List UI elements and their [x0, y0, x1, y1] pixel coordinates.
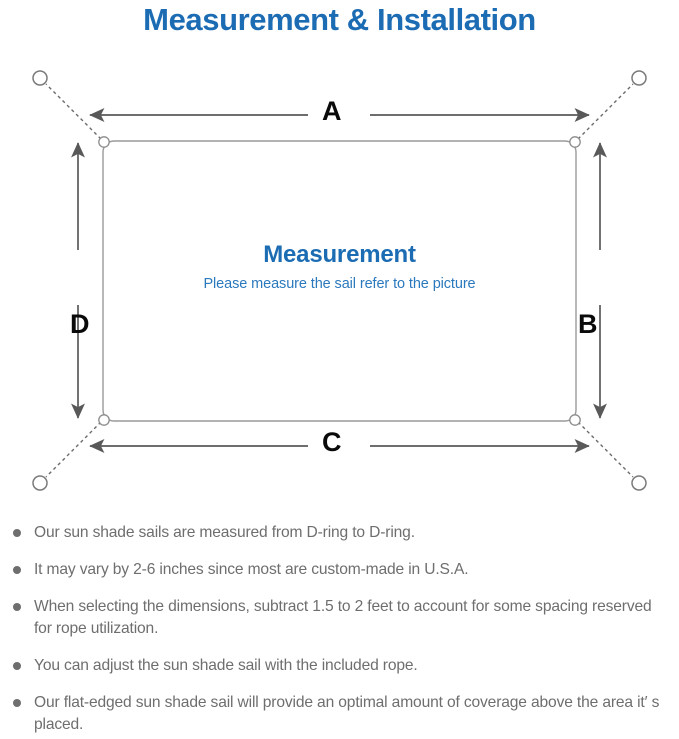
- anchor-circle-top-left: [32, 70, 48, 86]
- d-ring-bottom-right: [569, 414, 581, 426]
- list-item: Our flat-edged sun shade sail will provi…: [0, 692, 679, 736]
- sun-shade-sail-measurement-diagram: A B C D Measurement Please measure the s…: [0, 50, 679, 518]
- rope-line-bottom-left: [45, 421, 102, 478]
- note-text: Our sun shade sails are measured from D-…: [34, 524, 415, 541]
- d-ring-top-right: [569, 136, 581, 148]
- dimension-label-a: A: [322, 96, 342, 126]
- d-ring-bottom-left: [98, 414, 110, 426]
- d-rings: [98, 136, 581, 426]
- note-text: It may vary by 2-6 inches since most are…: [34, 561, 469, 578]
- bullet-icon: [13, 699, 21, 707]
- anchor-points: [32, 70, 647, 491]
- rope-line-top-left: [45, 83, 102, 140]
- bullet-icon: [13, 566, 21, 574]
- anchor-circle-bottom-left: [32, 475, 48, 491]
- rope-lines: [45, 83, 634, 478]
- note-text: When selecting the dimensions, subtract …: [34, 598, 652, 637]
- anchor-circle-bottom-right: [631, 475, 647, 491]
- note-text: Our flat-edged sun shade sail will provi…: [34, 694, 660, 733]
- list-item: Our sun shade sails are measured from D-…: [0, 522, 679, 544]
- anchor-circle-top-right: [631, 70, 647, 86]
- dimension-label-d: D: [70, 309, 90, 339]
- dimension-label-b: B: [578, 309, 598, 339]
- rope-line-top-right: [577, 83, 634, 140]
- bullet-icon: [13, 603, 21, 611]
- rope-line-bottom-right: [577, 421, 634, 478]
- list-item: It may vary by 2-6 inches since most are…: [0, 559, 679, 581]
- shade-sail-body: [102, 140, 577, 422]
- notes-list: Our sun shade sails are measured from D-…: [0, 522, 679, 736]
- bullet-icon: [13, 662, 21, 670]
- d-ring-top-left: [98, 136, 110, 148]
- dimension-label-c: C: [322, 427, 342, 457]
- diagram-canvas: [32, 70, 647, 491]
- list-item: When selecting the dimensions, subtract …: [0, 596, 679, 640]
- page-title: Measurement & Installation: [143, 2, 536, 37]
- list-item: You can adjust the sun shade sail with t…: [0, 655, 679, 677]
- note-text: You can adjust the sun shade sail with t…: [34, 657, 418, 674]
- bullet-icon: [13, 529, 21, 537]
